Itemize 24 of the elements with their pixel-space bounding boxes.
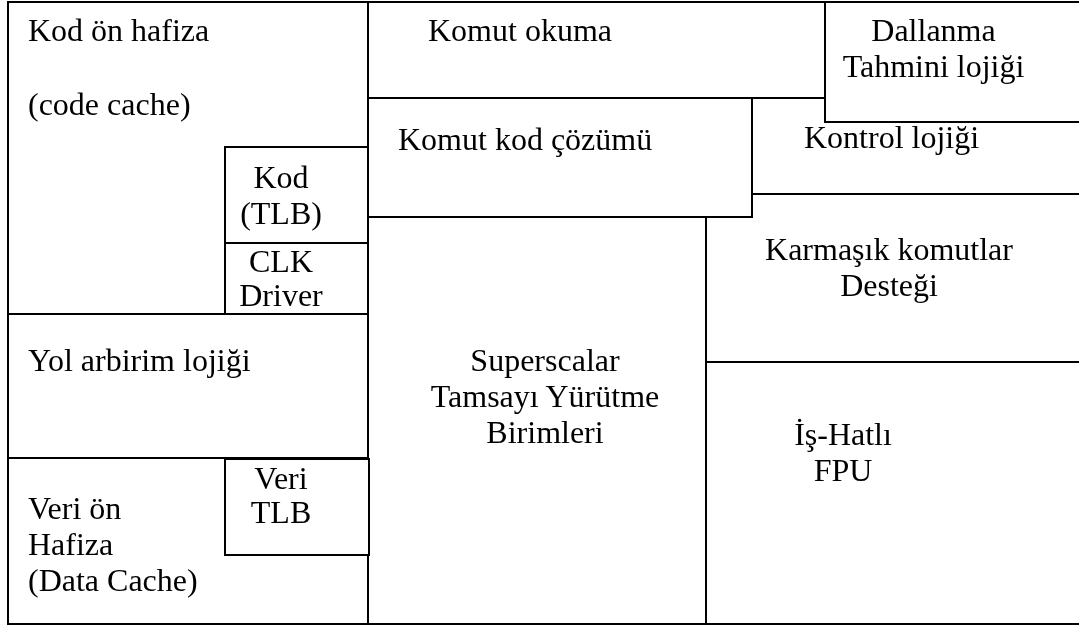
block-label: (Data Cache) — [28, 562, 198, 598]
block-label: Veri TLB — [249, 461, 313, 529]
block-label: Komut kod çözümü — [398, 121, 653, 157]
block-label: Veri ön Hafiza — [28, 490, 123, 562]
block-label: Kod ön hafiza — [28, 12, 210, 48]
floorplan-block — [224, 458, 370, 556]
block-label: Superscalar Tamsayı Yürütme Birimleri — [429, 342, 661, 450]
block-label: CLK Driver — [238, 244, 324, 312]
floorplan-block — [224, 146, 370, 244]
block-label: Karmaşık komutlar Desteği — [764, 231, 1014, 303]
floorplan-block — [367, 97, 753, 218]
block-label: Yol arbirim lojiği — [28, 342, 251, 378]
block-label: (code cache) — [28, 86, 191, 122]
floorplan-block — [367, 1, 826, 99]
floorplan-block — [7, 313, 369, 459]
floorplan-block — [7, 457, 369, 625]
block-label: Komut okuma — [428, 12, 612, 48]
block-label: İş-Hatlı FPU — [793, 416, 893, 488]
floorplan-block — [7, 1, 369, 315]
floorplan-block — [824, 1, 1079, 123]
floorplan-block — [367, 216, 707, 625]
block-label: Dallanma Tahmini lojiği — [841, 12, 1026, 84]
block-label: Kontrol lojiği — [804, 119, 980, 155]
block-label: Kod (TLB) — [239, 159, 323, 231]
